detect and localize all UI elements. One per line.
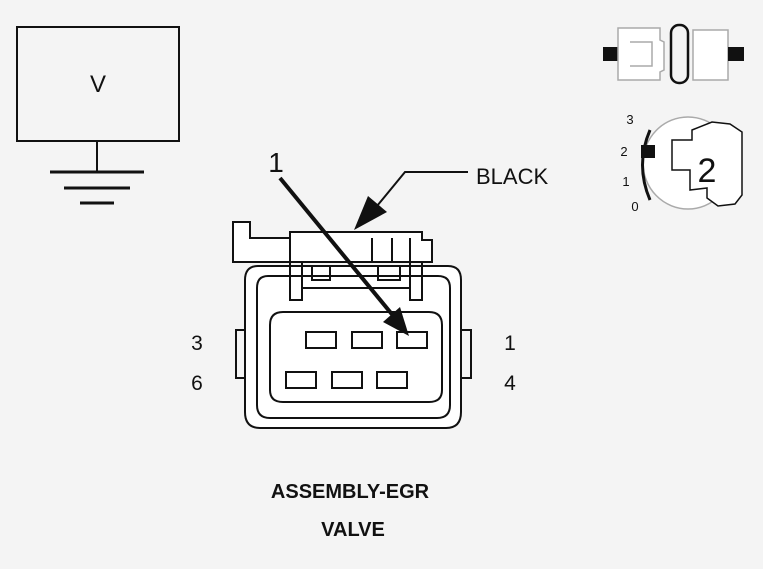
ignition-arc [641,129,652,201]
egr-connector [232,221,472,429]
probe-body-right [692,29,729,81]
color-leader-arrowhead [354,196,387,230]
pin-label-1: 1 [504,332,516,355]
pin-cavity [269,311,443,403]
latch-slot [371,238,393,262]
terminal-3 [305,331,337,349]
latch-window-left [311,265,331,281]
connector-side-key-left [235,329,245,379]
terminal-1 [396,331,428,349]
pin-label-6: 6 [191,372,203,395]
connector-side-key-right [461,329,472,379]
pin-label-4: 4 [504,372,516,395]
pin-label-3: 3 [191,332,203,355]
ignition-position-2: 2 [620,144,627,159]
connector-color-label: BLACK [476,164,548,189]
voltmeter-symbol [16,26,180,205]
callout-arrow [278,176,409,336]
ignition-key-icon [641,116,743,210]
latch-arm-left [289,238,303,301]
terminal-2 [351,331,383,349]
probe-body-left [617,27,665,81]
probe-tip-left [603,47,618,61]
callout-number: 1 [268,147,284,178]
terminal-5 [331,371,363,389]
ignition-position-0: 0 [631,199,638,214]
voltmeter-label: V [90,71,106,98]
caption-line-2: VALVE [321,519,385,541]
ignition-active-position: 2 [698,152,717,190]
latch-arm-right [409,238,423,301]
caption-line-1: ASSEMBLY-EGR [271,481,430,503]
color-leader-line [376,171,468,207]
terminal-6 [285,371,317,389]
color-leader [354,171,468,230]
ignition-key [671,121,743,207]
probe-icon [603,23,744,85]
connector-inner-shell [256,275,451,419]
latch-window-right [377,265,401,281]
probe-window [630,41,653,67]
terminal-4 [376,371,408,389]
ignition-indicator [641,145,655,158]
ignition-position-1: 1 [622,174,629,189]
probe-tip-right [728,47,744,61]
ignition-position-3: 3 [626,112,633,127]
callout-arrow-shaft [278,176,397,320]
callout-arrow-head [383,307,409,336]
probe-ring [669,23,690,85]
